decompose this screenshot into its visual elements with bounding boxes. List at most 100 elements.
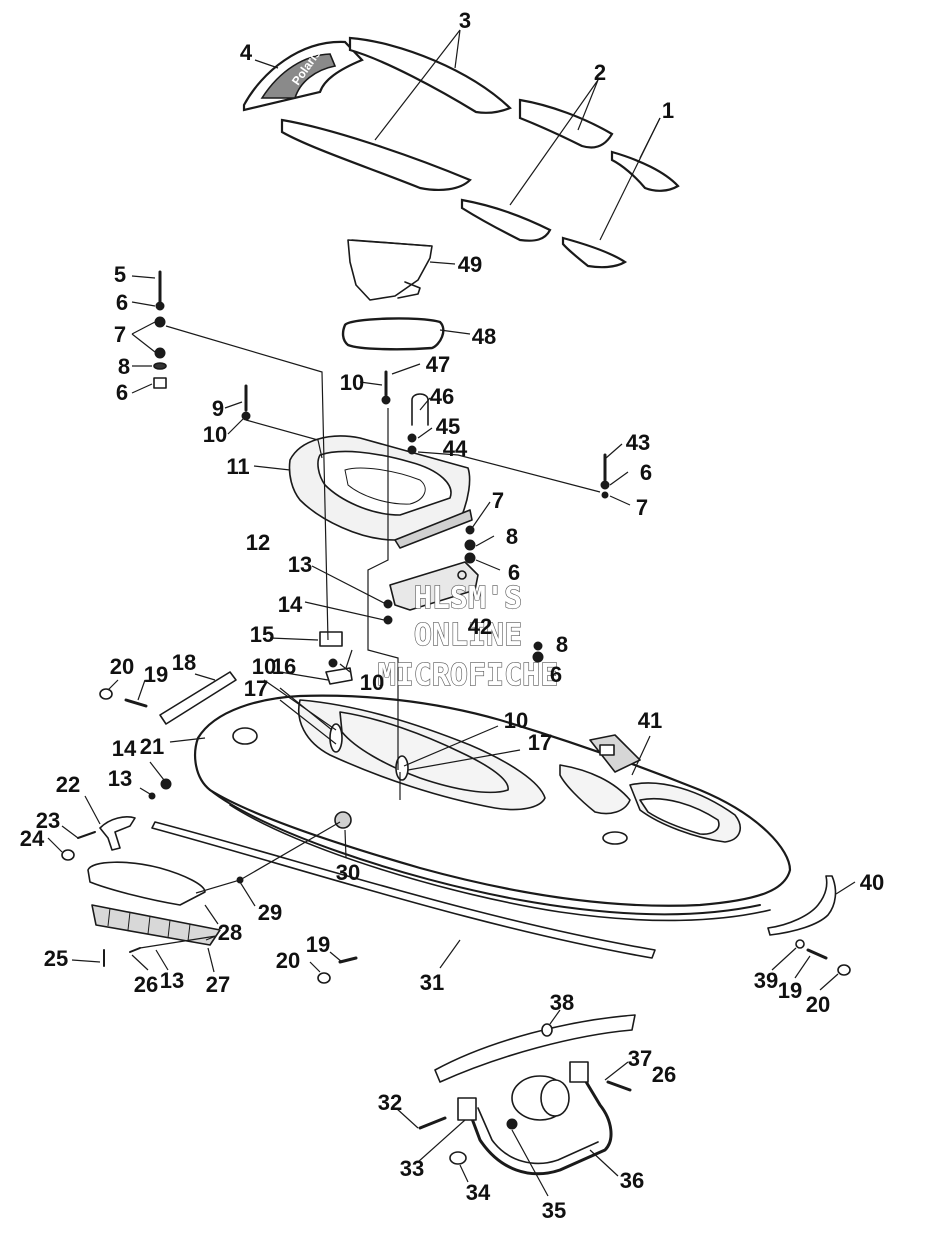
callout-27: 27 [206,972,230,997]
callout-26: 26 [652,1062,676,1087]
callout-12: 12 [246,530,270,555]
callout-4: 4 [240,40,253,65]
bracket-22 [99,816,136,851]
watermark-line-3: MICROFICHE [378,658,559,693]
callout-6: 6 [116,380,128,405]
callout-45: 45 [436,414,460,439]
callout-20: 20 [110,654,134,679]
callout-2: 2 [594,60,606,85]
callout-20: 20 [276,948,300,973]
grommet-15 [319,631,343,647]
callout-10: 10 [340,370,364,395]
callout-1: 1 [662,98,674,123]
callout-47: 47 [426,352,450,377]
callout-6: 6 [116,290,128,315]
callout-3: 3 [459,8,471,33]
leader-lines [47,29,856,1197]
callout-39: 39 [754,968,778,993]
callout-22: 22 [56,772,80,797]
watermark-line-2: ONLINE [414,618,522,653]
callout-8: 8 [556,632,568,657]
callout-29: 29 [258,900,282,925]
rub-rail [151,821,656,959]
latch-16 [325,667,353,685]
callout-37: 37 [628,1046,652,1071]
callout-6: 6 [550,662,562,687]
callout-17: 17 [528,730,552,755]
callout-10: 10 [504,708,528,733]
callout-labels: 1 2 3 4 5 6 7 8 6 9 10 10 47 46 45 44 43… [20,8,884,1223]
callout-7: 7 [114,322,126,347]
callout-6: 6 [508,560,520,585]
deck-pad-3-upper [348,36,513,114]
callout-6: 6 [640,460,652,485]
callout-46: 46 [430,384,454,409]
callout-19: 19 [306,932,330,957]
callout-40: 40 [860,870,884,895]
watermark: HLSM'S ONLINE MICROFICHE [377,580,559,693]
callout-36: 36 [620,1168,644,1193]
hull [194,694,792,922]
callout-18: 18 [172,650,196,675]
callout-43: 43 [626,430,650,455]
callout-14: 14 [112,736,137,761]
deck-pad-3-lower [280,118,472,191]
deck-pad-1-lower [561,236,628,269]
callout-28: 28 [218,920,242,945]
callout-10: 10 [252,654,276,679]
callout-42: 42 [468,614,492,639]
bumper-40 [767,875,837,936]
callout-41: 41 [638,708,662,733]
callout-15: 15 [250,622,274,647]
callout-31: 31 [420,970,444,995]
callout-23: 23 [36,808,60,833]
deck-pad-4-logo [260,53,337,99]
callout-7: 7 [492,488,504,513]
intake-grate [87,861,221,946]
callout-32: 32 [378,1090,402,1115]
storage-seal [341,317,445,351]
callout-8: 8 [118,354,130,379]
callout-10: 10 [360,670,384,695]
callout-11: 11 [226,454,249,479]
callout-5: 5 [114,262,126,287]
callout-33: 33 [400,1156,424,1181]
callout-17: 17 [244,676,268,701]
mount-plate [389,561,479,611]
callout-19: 19 [144,662,168,687]
callout-24: 24 [20,826,45,851]
callout-30: 30 [336,860,360,885]
callout-7: 7 [636,495,648,520]
callout-35: 35 [542,1198,566,1223]
watermark-line-1: HLSM'S [414,581,522,616]
reboarding-step [434,1014,636,1176]
callout-49: 49 [458,252,482,277]
callout-9: 9 [212,396,224,421]
callout-25: 25 [44,946,68,971]
callout-20: 20 [806,992,830,1017]
deck-pads [242,36,680,269]
callout-48: 48 [472,324,496,349]
storage-bucket [341,239,445,351]
callout-44: 44 [443,436,468,461]
callout-26: 26 [134,972,158,997]
callout-16: 16 [272,654,296,679]
callout-10: 10 [203,422,227,447]
callout-21: 21 [140,734,164,759]
bracket-18 [159,671,237,725]
small-hardware [61,370,851,1130]
callout-13: 13 [108,766,132,791]
left-hardware-stack [153,270,167,389]
callout-14: 14 [278,592,303,617]
deck-pad-2-upper [518,98,614,149]
deck-pad-2-lower [460,198,552,242]
callout-19: 19 [778,978,802,1003]
callout-38: 38 [550,990,574,1015]
callout-34: 34 [466,1180,491,1205]
seat-pedestal [288,435,473,549]
callout-13: 13 [160,968,184,993]
callout-8: 8 [506,524,518,549]
callout-13: 13 [288,552,312,577]
deck-pad-1-upper [610,150,680,192]
